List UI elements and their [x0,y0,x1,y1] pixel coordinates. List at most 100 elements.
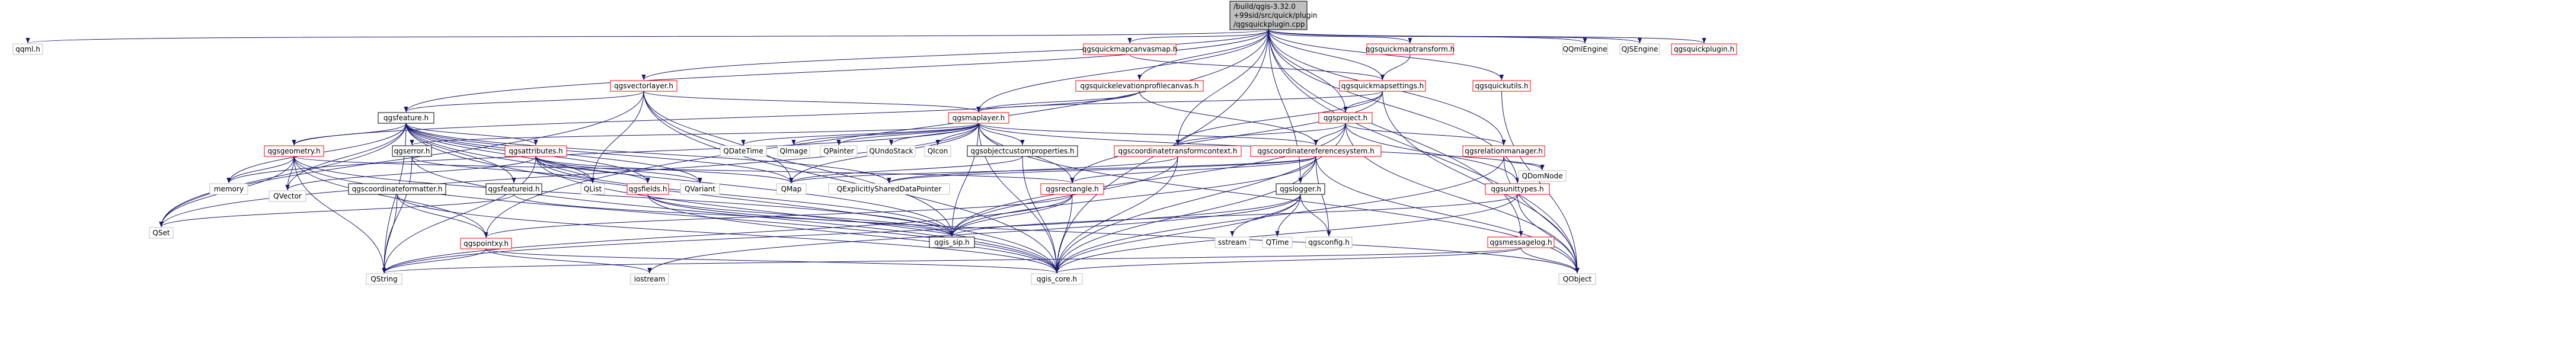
node-qgserror[interactable]: qgserror.h [392,145,432,157]
node-qstring[interactable]: QString [366,273,402,285]
node-qgsfields[interactable]: qgsfields.h [627,183,669,195]
edge-qgsquickmapsettings-to-qgsmaplayer [976,91,1383,113]
node-label: QJSEngine [1622,45,1658,53]
node-label: QQmlEngine [1562,45,1607,53]
edge-root-to-qgsquickelevationprofilecanvas [1137,29,1269,81]
edge-qgsrectangle-to-qstring [382,194,1073,274]
node-qvector[interactable]: QVector [269,190,306,202]
edge-qgsrelationmanager-to-qdomnode [1503,156,1545,171]
node-qset[interactable]: QSet [149,227,174,239]
edge-qgsfeature-to-qlist [405,123,595,184]
node-qgsmaplayer[interactable]: qgsmaplayer.h [948,112,1009,124]
edge-qgsmaplayer-to-qimage [791,123,979,146]
edge-qgsquickelevationprofilecanvas-to-qgscoordinatereferencesystem [1139,91,1318,146]
edge-qgsfeature-to-qgis_core [405,123,1059,274]
edge-qgsproject-to-qgis_sip [950,123,1346,237]
edge-root-to-qqml [26,29,1269,44]
node-qgscoordinatereferencesystem[interactable]: qgscoordinatereferencesystem.h [1250,145,1382,157]
edge-qgsunittypes-to-qgis_core [1054,194,1518,274]
edge-root-to-qgsquickplugin [1268,29,1706,44]
edge-qgsmaplayer-to-qgsobjectcustomproperties [978,123,1025,146]
node-qgsfeature[interactable]: qgsfeature.h [378,112,434,124]
node-qgsquickplugin[interactable]: qgsquickplugin.h [1671,43,1737,55]
node-qgsquickmaptransform[interactable]: qgsquickmaptransform.h [1366,43,1455,55]
node-label: qgis_core.h [1037,275,1077,283]
node-qpainter[interactable]: QPainter [820,145,858,157]
node-label: qgsquickelevationprofilecanvas.h [1080,82,1198,90]
node-qdatetime[interactable]: QDateTime [720,145,767,157]
node-label: QExplicitlySharedDataPointer [837,185,942,193]
node-label: QString [370,275,397,283]
node-qgis_sip[interactable]: qgis_sip.h [929,236,975,248]
edge-root-to-qgsquickmaptransform [1268,29,1412,44]
node-qdomnode[interactable]: QDomNode [1518,170,1567,182]
edge-qgsproject-to-qgscoordinatereferencesystem [1313,123,1346,146]
edge-qgsrelationmanager-to-qobject [1503,156,1580,274]
node-label: qgsfeatureid.h [488,185,539,193]
node-box [777,145,810,157]
edge-qgsquickmapcanvasmap-to-qgsquickmapsettings [1129,54,1385,81]
node-label: QUndoStack [869,147,913,155]
node-label: QVector [273,192,302,200]
node-qgsattributes[interactable]: qgsattributes.h [504,145,567,157]
node-qlist[interactable]: QList [580,183,605,195]
edge-qgsvectorlayer-to-qgis_core [643,91,1059,274]
edges [26,29,1706,274]
node-qgsunittypes[interactable]: qgsunittypes.h [1485,183,1550,195]
node-box [149,227,174,239]
node-qqml[interactable]: qqml.h [12,43,43,55]
node-label: qgsfeature.h [383,114,429,122]
node-qvariant[interactable]: QVariant [680,183,720,195]
node-qtime[interactable]: QTime [1262,236,1293,248]
edge-qgsattributes-to-qgsfields [535,156,650,184]
node-qmap[interactable]: QMap [776,183,807,195]
node-iostream[interactable]: iostream [630,273,669,285]
node-qimage[interactable]: QImage [777,145,810,157]
node-qgsquickmapsettings[interactable]: qgsquickmapsettings.h [1339,80,1426,92]
node-qgsgeometry[interactable]: qgsgeometry.h [264,145,324,157]
edge-qgsgeometry-to-qgis_sip [293,156,954,237]
node-qgscoordinateformatter[interactable]: qgscoordinateformatter.h [348,183,446,195]
node-qobject[interactable]: QObject [1558,273,1596,285]
node-qicon[interactable]: QIcon [924,145,951,157]
node-qgsvectorlayer[interactable]: qgsvectorlayer.h [610,80,677,92]
edge-qgscoordinatereferencesystem-to-qobject [1315,156,1580,274]
edge-qgsmessagelog-to-qstring [382,247,1522,274]
edge-qgsvectorlayer-to-qgsfeature [404,91,644,113]
node-qgis_core[interactable]: qgis_core.h [1031,273,1083,285]
edge-root-to-qgsquickmapsettings [1268,29,1385,81]
node-qgscoordinatetransformcontext[interactable]: qgscoordinatetransformcontext.h [1114,145,1242,157]
edge-qgsattributes-to-qstring [382,156,536,274]
node-box [610,80,677,92]
node-qqmlengine[interactable]: QQmlEngine [1562,43,1608,55]
node-label: qgsquickmaptransform.h [1366,45,1455,53]
node-qjsengine[interactable]: QJSEngine [1619,43,1660,55]
node-qundostack[interactable]: QUndoStack [867,145,916,157]
node-box [485,183,542,195]
node-qgsmessagelog[interactable]: qgsmessagelog.h [1487,236,1555,248]
node-qgsrectangle[interactable]: qgsrectangle.h [1040,183,1104,195]
edge-qgsgeometry-to-qgspointxy [293,156,488,238]
node-qgsquickmapcanvasmap[interactable]: qgsquickmapcanvasmap.h [1082,43,1178,55]
node-qgspointxy[interactable]: qgspointxy.h [460,238,512,249]
node-memory[interactable]: memory [209,183,248,195]
node-box [1339,80,1426,92]
node-qgsfeatureid[interactable]: qgsfeatureid.h [485,183,542,195]
node-qgsobjectcustomproperties[interactable]: qgsobjectcustomproperties.h [967,145,1078,157]
node-qgsrelationmanager[interactable]: qgsrelationmanager.h [1462,145,1545,157]
node-qgsconfig[interactable]: qgsconfig.h [1305,236,1353,248]
edge-qgsgeometry-to-qstring [293,156,386,274]
node-qgslogger[interactable]: qgslogger.h [1276,183,1325,195]
node-root[interactable]: /build/qgis-3.32.0+99sid/src/quick/plugi… [1229,1,1317,30]
node-label: qgslogger.h [1280,185,1321,193]
node-qgsproject[interactable]: qgsproject.h [1318,112,1373,124]
node-sstream[interactable]: sstream [1215,236,1250,248]
node-qgsquickelevationprofilecanvas[interactable]: qgsquickelevationprofilecanvas.h [1075,80,1204,92]
edge-qgsfeature-to-qgsgeometry [292,123,407,146]
node-box [1366,43,1454,55]
edge-qgsfeature-to-qvector [285,123,407,191]
node-label: qgscoordinatereferencesystem.h [1257,147,1375,155]
node-box [460,238,512,249]
node-qexplicitlyshareddatapointer[interactable]: QExplicitlySharedDataPointer [828,183,950,195]
node-qgsquickutils[interactable]: qgsquickutils.h [1472,80,1531,92]
